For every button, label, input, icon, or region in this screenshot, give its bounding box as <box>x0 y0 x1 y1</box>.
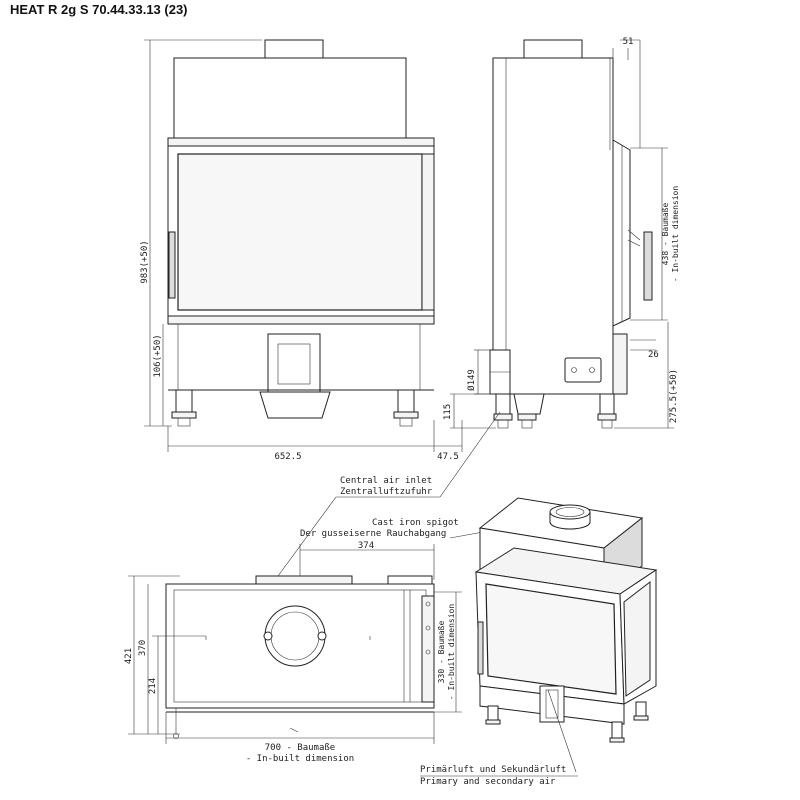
front-width-label: 652.5 <box>274 452 301 462</box>
drawing-title: HEAT R 2g S 70.44.33.13 (23) <box>10 2 188 17</box>
front-door-handle <box>168 231 176 299</box>
plan-spigot <box>264 605 326 667</box>
front-height-label: 983(+50) <box>140 240 150 283</box>
side-diameter-label: Ø149 <box>466 369 477 391</box>
primary-air-label-de: Primärluft und Sekundärluft <box>420 765 566 775</box>
spigot-label-en: Cast iron spigot <box>372 518 459 528</box>
side-body <box>492 57 614 395</box>
callout-primary-air: Primärluft und Sekundärluft Primary and … <box>420 689 578 787</box>
side-view: 51 438 - Baumaße - In-built dimension 26 <box>443 37 680 429</box>
side-top-offset-label: 51 <box>623 37 634 47</box>
front-air-box <box>267 333 321 393</box>
plan-width-label: 700 - Baumaße <box>265 743 335 753</box>
side-bottom-height-label: 275.5(+50) <box>669 369 679 423</box>
iso-spigot <box>549 504 591 520</box>
front-view: 983(+50) 106(+50) 652.5 47.5 <box>140 39 463 462</box>
air-inlet-label-en: Central air inlet <box>340 476 432 486</box>
front-glass <box>177 153 423 311</box>
side-flue-collar <box>523 39 583 59</box>
front-foot-right <box>397 389 415 413</box>
isometric-view <box>474 497 658 743</box>
air-inlet-label-de: Zentralluftzufuhr <box>340 487 433 497</box>
side-base-label: 115 <box>443 404 453 420</box>
plan-view: 374 421 370 214 <box>124 541 462 764</box>
side-handle <box>643 231 653 301</box>
front-offset-label: 47.5 <box>437 452 459 462</box>
side-builtin-height-sub: - In-built dimension <box>671 186 680 283</box>
plan-inner-depth-label: 370 <box>138 640 148 656</box>
plan-builtin-depth-sub: - In-built dimension <box>447 604 456 701</box>
plan-spigot-offset-label: 374 <box>358 541 374 551</box>
front-upper-body <box>173 57 407 141</box>
front-flue-collar <box>264 39 324 59</box>
front-lower-height-label: 106(+50) <box>153 334 163 377</box>
side-builtin-height-label: 438 - Baumaße <box>661 203 670 266</box>
front-foot-left <box>175 389 193 413</box>
plan-width-sub: - In-built dimension <box>246 754 354 764</box>
plan-depth-label: 421 <box>124 648 134 664</box>
spigot-label-de: Der gusseiserne Rauchabgang <box>300 529 446 539</box>
primary-air-label-en: Primary and secondary air <box>420 777 556 787</box>
callout-air-inlet: Central air inlet Zentralluftzufuhr <box>277 411 501 577</box>
plan-offset-label: 214 <box>148 678 158 694</box>
plan-builtin-depth-label: 330 - Baumaße <box>437 621 446 684</box>
side-small-label: 26 <box>648 350 659 360</box>
